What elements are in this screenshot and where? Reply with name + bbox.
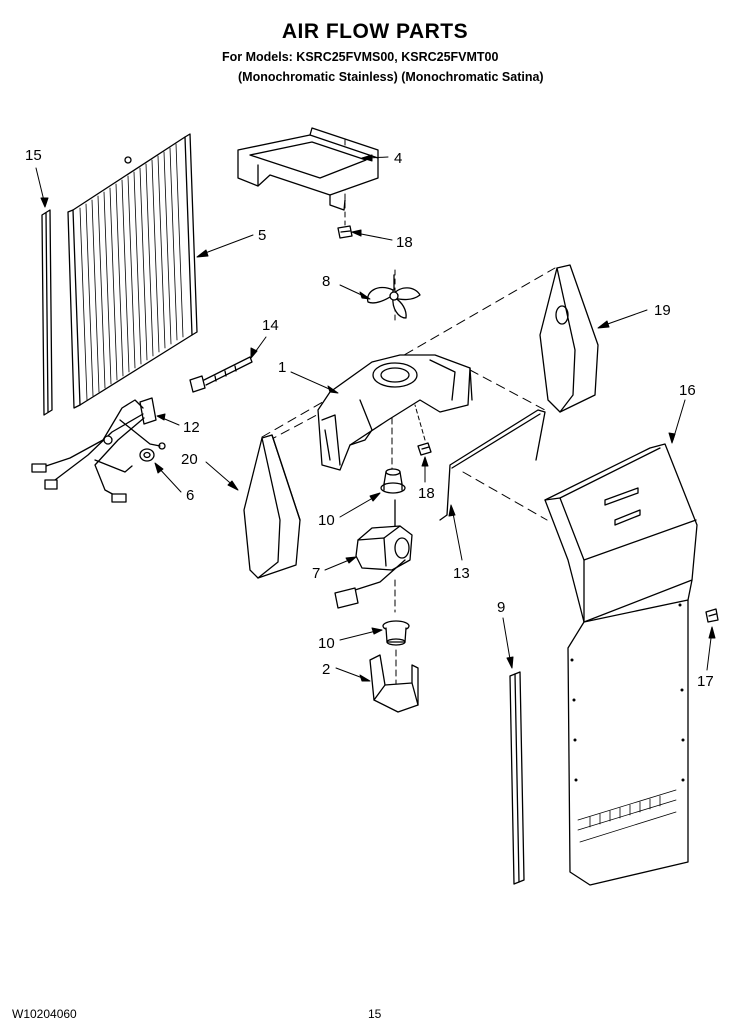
part-9-strip xyxy=(509,671,525,885)
callout-4: 4 xyxy=(394,150,402,167)
callout-19: 19 xyxy=(654,302,671,319)
part-4-air-duct xyxy=(237,127,379,211)
callout-18-top: 18 xyxy=(396,234,413,251)
part-15-strip xyxy=(41,209,53,416)
callout-12: 12 xyxy=(183,419,200,436)
part-1-fan-housing xyxy=(317,354,473,471)
callout-17: 17 xyxy=(697,673,714,690)
callout-5: 5 xyxy=(258,227,266,244)
part-20-baffle-left xyxy=(243,434,301,579)
callout-20: 20 xyxy=(181,451,198,468)
part-2-motor-bracket xyxy=(369,654,419,713)
callout-14: 14 xyxy=(262,317,279,334)
part-18-screw-top xyxy=(337,225,353,239)
callout-15: 15 xyxy=(25,147,42,164)
part-19-baffle-right xyxy=(539,264,599,413)
part-8-fan-blade xyxy=(366,274,421,319)
variants-line: (Monochromatic Stainless) (Monochromatic… xyxy=(238,70,544,84)
alignment-lines xyxy=(261,139,556,691)
leader-lines xyxy=(35,154,716,682)
document-number: W10204060 xyxy=(12,1007,77,1021)
part-7-fan-motor xyxy=(334,499,413,609)
page-title: AIR FLOW PARTS xyxy=(281,20,469,43)
part-10-grommet-top xyxy=(380,468,406,494)
callout-8: 8 xyxy=(322,273,330,290)
callout-10-top: 10 xyxy=(318,512,335,529)
part-13-wire-bracket xyxy=(439,409,546,521)
callout-18-mid: 18 xyxy=(418,485,435,502)
callout-13: 13 xyxy=(453,565,470,582)
callout-2: 2 xyxy=(322,661,330,678)
callout-1: 1 xyxy=(278,359,286,376)
part-14-cable-tie xyxy=(189,356,253,393)
callout-6: 6 xyxy=(186,487,194,504)
part-18-screw-mid xyxy=(417,442,432,456)
callout-10-bottom: 10 xyxy=(318,635,335,652)
page-number: 15 xyxy=(368,1007,382,1021)
part-12-wire-harness xyxy=(31,397,166,503)
part-6-grommet xyxy=(139,448,155,462)
callout-labels: 15 4 5 18 8 19 14 1 16 12 20 6 18 10 7 1… xyxy=(25,147,714,690)
callout-9: 9 xyxy=(497,599,505,616)
part-16-rear-cover xyxy=(544,443,698,886)
part-17-screw xyxy=(705,608,719,623)
part-5-evaporator-panel xyxy=(67,133,198,409)
part-10-grommet-bottom xyxy=(382,620,410,646)
callout-7: 7 xyxy=(312,565,320,582)
models-line: For Models: KSRC25FVMS00, KSRC25FVMT00 xyxy=(222,50,499,64)
callout-16: 16 xyxy=(679,382,696,399)
